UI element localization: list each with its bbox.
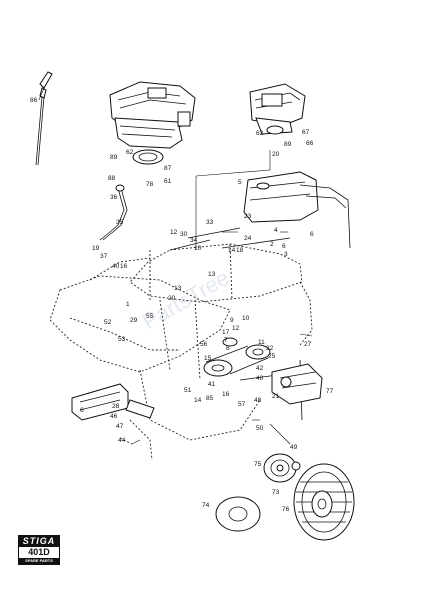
- callout-label: 74: [202, 502, 210, 509]
- callout-label: 12: [170, 229, 178, 236]
- fuel-tank-illustration: [243, 171, 351, 249]
- callout-label: 40: [112, 263, 120, 270]
- callout-label: 28: [112, 403, 120, 410]
- callout-label: 85: [206, 395, 214, 402]
- brand-logo: STIGA 401D SPARE PARTS: [18, 535, 60, 565]
- callout-label: 5: [238, 179, 242, 186]
- leader-lines: [38, 87, 313, 445]
- callout-label: 4: [274, 227, 278, 234]
- callout-label: 23: [244, 213, 252, 220]
- callout-label: 61: [164, 178, 172, 185]
- callout-label: 18: [236, 247, 244, 254]
- callout-label: 10: [242, 315, 250, 322]
- callout-label: 87: [164, 165, 172, 172]
- callout-label: 14: [194, 397, 202, 404]
- chassis-outline: [49, 243, 313, 441]
- callout-label: 49: [290, 444, 298, 451]
- callout-label: 21: [272, 393, 280, 400]
- callout-label: 73: [272, 489, 280, 496]
- callout-label: 2: [270, 241, 274, 248]
- callout-label: 62: [256, 130, 264, 137]
- callout-label: 30: [180, 231, 188, 238]
- gearbox-illustration: [271, 363, 323, 405]
- dipstick-illustration: [35, 71, 53, 166]
- callout-label: 20: [168, 295, 176, 302]
- callout-label: 66: [306, 140, 314, 147]
- front-axle-bracket-illustration: [71, 383, 155, 461]
- engine-right-illustration: [249, 83, 306, 135]
- rear-wheel-illustration: [293, 463, 355, 541]
- callout-label: 13: [174, 285, 182, 292]
- logo-subtitle-text: SPARE PARTS: [19, 558, 59, 564]
- callout-label: 76: [282, 506, 290, 513]
- callout-label: 55: [146, 313, 154, 320]
- callout-label: 56: [200, 341, 208, 348]
- callout-label: 15: [204, 355, 212, 362]
- callout-label: 3: [284, 251, 288, 258]
- logo-model-text: 401D: [28, 547, 50, 557]
- callout-label: 11: [258, 339, 265, 346]
- callout-label: 20: [272, 151, 280, 158]
- steering-column-illustration: [99, 184, 128, 241]
- callout-label: 75: [254, 461, 262, 468]
- callout-label: 35: [116, 219, 124, 226]
- callout-label: 47: [116, 423, 124, 430]
- callout-label: 86: [30, 97, 38, 104]
- callout-label: 13: [208, 271, 216, 278]
- callout-label: 88: [108, 175, 116, 182]
- callout-label: 14: [228, 247, 236, 254]
- callout-label: 8: [226, 345, 230, 352]
- callout-label: 6: [282, 243, 286, 250]
- belt-drive-illustration: [203, 337, 271, 377]
- callout-label: 27: [304, 341, 312, 348]
- callout-label: 12: [232, 325, 240, 332]
- callout-label: 37: [100, 253, 108, 260]
- callout-label: 51: [184, 387, 192, 394]
- watermark: PartsTree: [138, 265, 233, 335]
- callout-label: 24: [244, 235, 252, 242]
- logo-brand-text: STIGA: [19, 536, 59, 547]
- callout-label: 57: [238, 401, 246, 408]
- callout-label: 77: [326, 388, 334, 395]
- callout-label: 89: [284, 141, 292, 148]
- callout-label: 78: [146, 181, 154, 188]
- callout-label: 29: [130, 317, 138, 324]
- callout-label: 89: [110, 154, 118, 161]
- callout-label: 36: [110, 194, 118, 201]
- callout-label: 46: [110, 413, 118, 420]
- callout-label: 6: [310, 231, 314, 238]
- callout-label: 16: [120, 263, 128, 270]
- callout-label: 44: [118, 437, 126, 444]
- tire-74a-illustration: [215, 496, 261, 532]
- callout-label: 17: [222, 329, 230, 336]
- engine-left-illustration: [109, 81, 196, 165]
- callout-label: 19: [92, 245, 100, 252]
- callout-label: 25: [268, 353, 276, 360]
- callout-label: 1: [126, 301, 130, 308]
- callout-label: 33: [206, 219, 214, 226]
- callout-label: 67: [302, 129, 310, 136]
- callout-label: 42: [256, 365, 264, 372]
- callout-label: 6: [80, 407, 84, 414]
- callout-label: 40: [256, 375, 264, 382]
- callout-label: 34: [190, 237, 198, 244]
- callout-label: 53: [118, 336, 126, 343]
- callout-label: 48: [254, 397, 262, 404]
- callout-label: 22: [266, 345, 274, 352]
- callout-label: 41: [208, 381, 216, 388]
- callout-labels: 86 62 89 87 78 61 88 36 62 89 20 67 66 5…: [30, 97, 334, 513]
- callout-label: 50: [256, 425, 264, 432]
- callout-label: 62: [126, 149, 134, 156]
- callout-label: 9: [230, 317, 234, 324]
- callout-label: 7: [224, 337, 228, 344]
- wheel-hub-illustration: [263, 453, 301, 483]
- callout-label: 10: [194, 245, 202, 252]
- callout-label: 52: [104, 319, 112, 326]
- callout-label: 16: [222, 391, 230, 398]
